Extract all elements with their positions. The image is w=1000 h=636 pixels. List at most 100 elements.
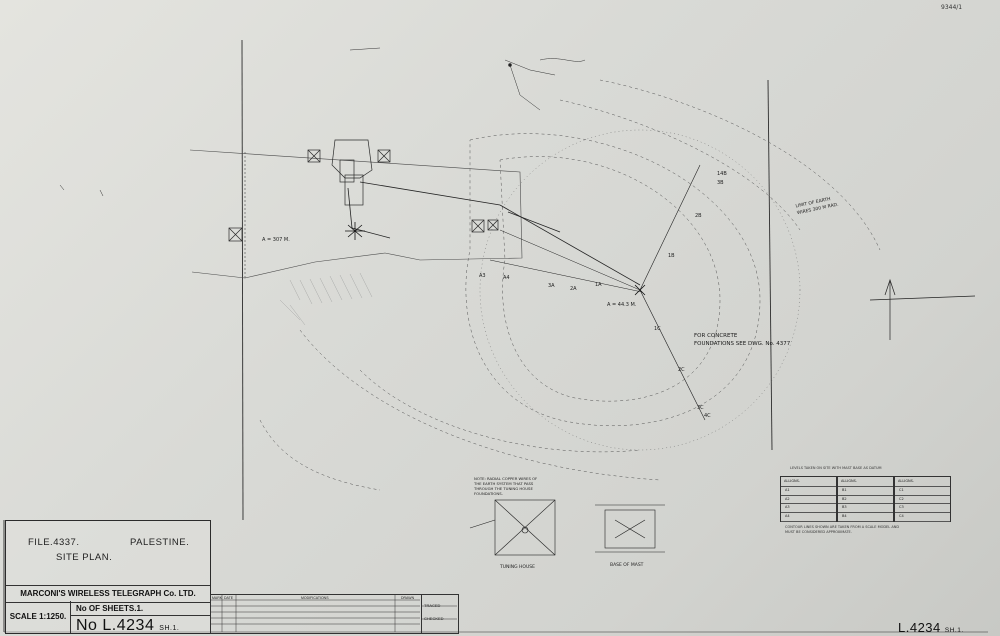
radial-label-3a: 3A: [548, 283, 555, 289]
levels-header: ALLIGNS.: [841, 479, 857, 483]
level-point: C1: [899, 487, 904, 492]
levels-table-row: C3: [895, 503, 950, 514]
radial-wires-note: NOTE: RADIAL COPPER WIRES OF THE EARTH S…: [474, 476, 537, 496]
frame-line-right: [767, 79, 773, 451]
check-boxes: TRACED CHECKED: [421, 594, 459, 634]
levels-caption: LEVELS TAKEN ON SITE WITH MAST BASE AS D…: [790, 466, 882, 470]
earth-radius-circle: [479, 129, 801, 451]
level-point: A1: [785, 487, 790, 492]
levels-table-row: ALLIGNS.: [838, 477, 893, 487]
frame-line-left: [241, 39, 244, 521]
levels-table-row: C1: [895, 486, 950, 496]
title-divider: [70, 615, 210, 616]
radial-c: [639, 289, 706, 421]
tower-3: [228, 227, 243, 242]
tuning-house-detail: [494, 499, 556, 556]
contour-4: [299, 329, 661, 481]
company-name: MARCONI'S WIRELESS TELEGRAPH Co. LTD.: [6, 585, 210, 603]
levels-footnote: CONTOUR LINES SHOWN ARE TAKEN FROM A SCA…: [785, 525, 900, 534]
level-point: C4: [899, 514, 904, 519]
mast-base-label: BASE OF MAST: [610, 563, 644, 568]
radial-label-14b: 14B: [717, 171, 727, 177]
levels-table-a: ALLIGNS. A1 A2 A3 A4: [780, 476, 837, 522]
radial-label-3c: 3C: [697, 405, 704, 411]
revisions-table: MARK DATE MODIFICATIONS DRAWN: [210, 594, 422, 634]
radial-label-a3: A3: [479, 273, 486, 279]
levels-table-row: B2: [838, 495, 893, 505]
tower-2: [377, 149, 391, 163]
levels-table-row: B1: [838, 486, 893, 496]
distance-label-a: A = 307 M.: [262, 237, 290, 243]
radial-note-line-1: NOTE: RADIAL COPPER WIRES OF: [474, 476, 538, 481]
level-point: A2: [785, 496, 790, 501]
checked-label: CHECKED: [424, 616, 444, 621]
drawing-sheet-value: SH.1.: [159, 625, 180, 632]
tower-1: [307, 149, 321, 163]
contour-2: [499, 156, 721, 402]
tuning-house-plan: [471, 219, 485, 233]
level-point: A3: [785, 505, 790, 510]
antenna-line: [499, 204, 641, 286]
levels-header: ALLIGNS.: [898, 479, 914, 483]
rev-header-date: DATE: [224, 596, 234, 600]
drawing-number-value: No L.4234: [76, 617, 155, 634]
contour-6: [559, 99, 801, 231]
radial-label-a4: A4: [503, 275, 510, 281]
file-number: FILE.4337.: [28, 537, 80, 548]
radial-label-2a: 2A: [570, 286, 577, 292]
levels-table-c: ALLIGNS. C1 C2 C3 C4: [894, 476, 951, 522]
contour-1: [465, 133, 761, 426]
country-label: PALESTINE.: [130, 537, 190, 548]
drawing-title: SITE PLAN.: [56, 552, 113, 563]
levels-table-row: C2: [895, 495, 950, 505]
radial-label-1a: 1A: [595, 282, 602, 288]
radial-label-2c: 2C: [678, 367, 685, 373]
title-block: FILE.4337. PALESTINE. SITE PLAN. MARCONI…: [5, 520, 211, 634]
rev-header-drawn: DRAWN: [401, 596, 415, 600]
level-point: C3: [899, 505, 904, 510]
drawing-number: No L.4234 SH.1.: [76, 617, 179, 635]
radial-b: [639, 164, 701, 291]
level-point: A4: [785, 514, 790, 519]
radial-label-1b: 1B: [668, 253, 675, 259]
radial-label-1c: 1C: [654, 326, 661, 332]
number-of-sheets: No OF SHEETS.1.: [76, 604, 144, 613]
levels-table-b: ALLIGNS. B1 B2 B3 B4: [837, 476, 894, 522]
rev-header-mark: MARK: [212, 596, 223, 600]
concrete-note-line-1: FOR CONCRETE: [694, 333, 738, 339]
corner-ref-number: L.4234: [898, 620, 941, 635]
scale-label: SCALE 1:1250.: [6, 601, 71, 633]
levels-table-row: A3: [781, 503, 836, 514]
concrete-note-line-2: FOUNDATIONS SEE DWG. No. 4377: [694, 341, 791, 347]
radial-label-2b: 2B: [695, 213, 702, 219]
levels-table-row: ALLIGNS.: [895, 477, 950, 487]
level-point: B1: [842, 487, 847, 492]
levels-header: ALLIGNS.: [784, 479, 800, 483]
site-boundary: [189, 149, 523, 279]
tuning-house-label: TUNING HOUSE: [500, 565, 535, 570]
radial-label-4c: 4C: [704, 413, 711, 419]
mast-base-detail: [604, 509, 656, 549]
levels-table-row: ALLIGNS.: [781, 477, 836, 487]
levels-table-row: B4: [838, 512, 893, 522]
rev-header-modifications: MODIFICATIONS: [301, 596, 329, 600]
contour-5: [599, 79, 881, 251]
level-point: B4: [842, 514, 847, 519]
radial-label-3b: 3B: [717, 180, 724, 186]
level-point: C2: [899, 496, 904, 501]
page-reference: 9344/1: [941, 4, 963, 11]
levels-table-row: B3: [838, 503, 893, 514]
distance-label-b: A = 44.3 M.: [607, 302, 637, 308]
levels-table-row: A1: [781, 486, 836, 496]
station-building: [331, 139, 373, 179]
levels-table-row: C4: [895, 512, 950, 522]
corner-ref-sheet: SH.1.: [944, 627, 964, 634]
traced-label: TRACED: [424, 603, 441, 608]
level-point: B3: [842, 505, 847, 510]
contour-7: [259, 419, 381, 491]
radial-note-line-4: FOUNDATIONS.: [474, 491, 503, 496]
radial-note-line-3: THROUGH THE TUNING HOUSE: [474, 486, 533, 491]
radial-note-line-2: THE EARTH SYSTEM THAT PASS: [474, 481, 534, 486]
